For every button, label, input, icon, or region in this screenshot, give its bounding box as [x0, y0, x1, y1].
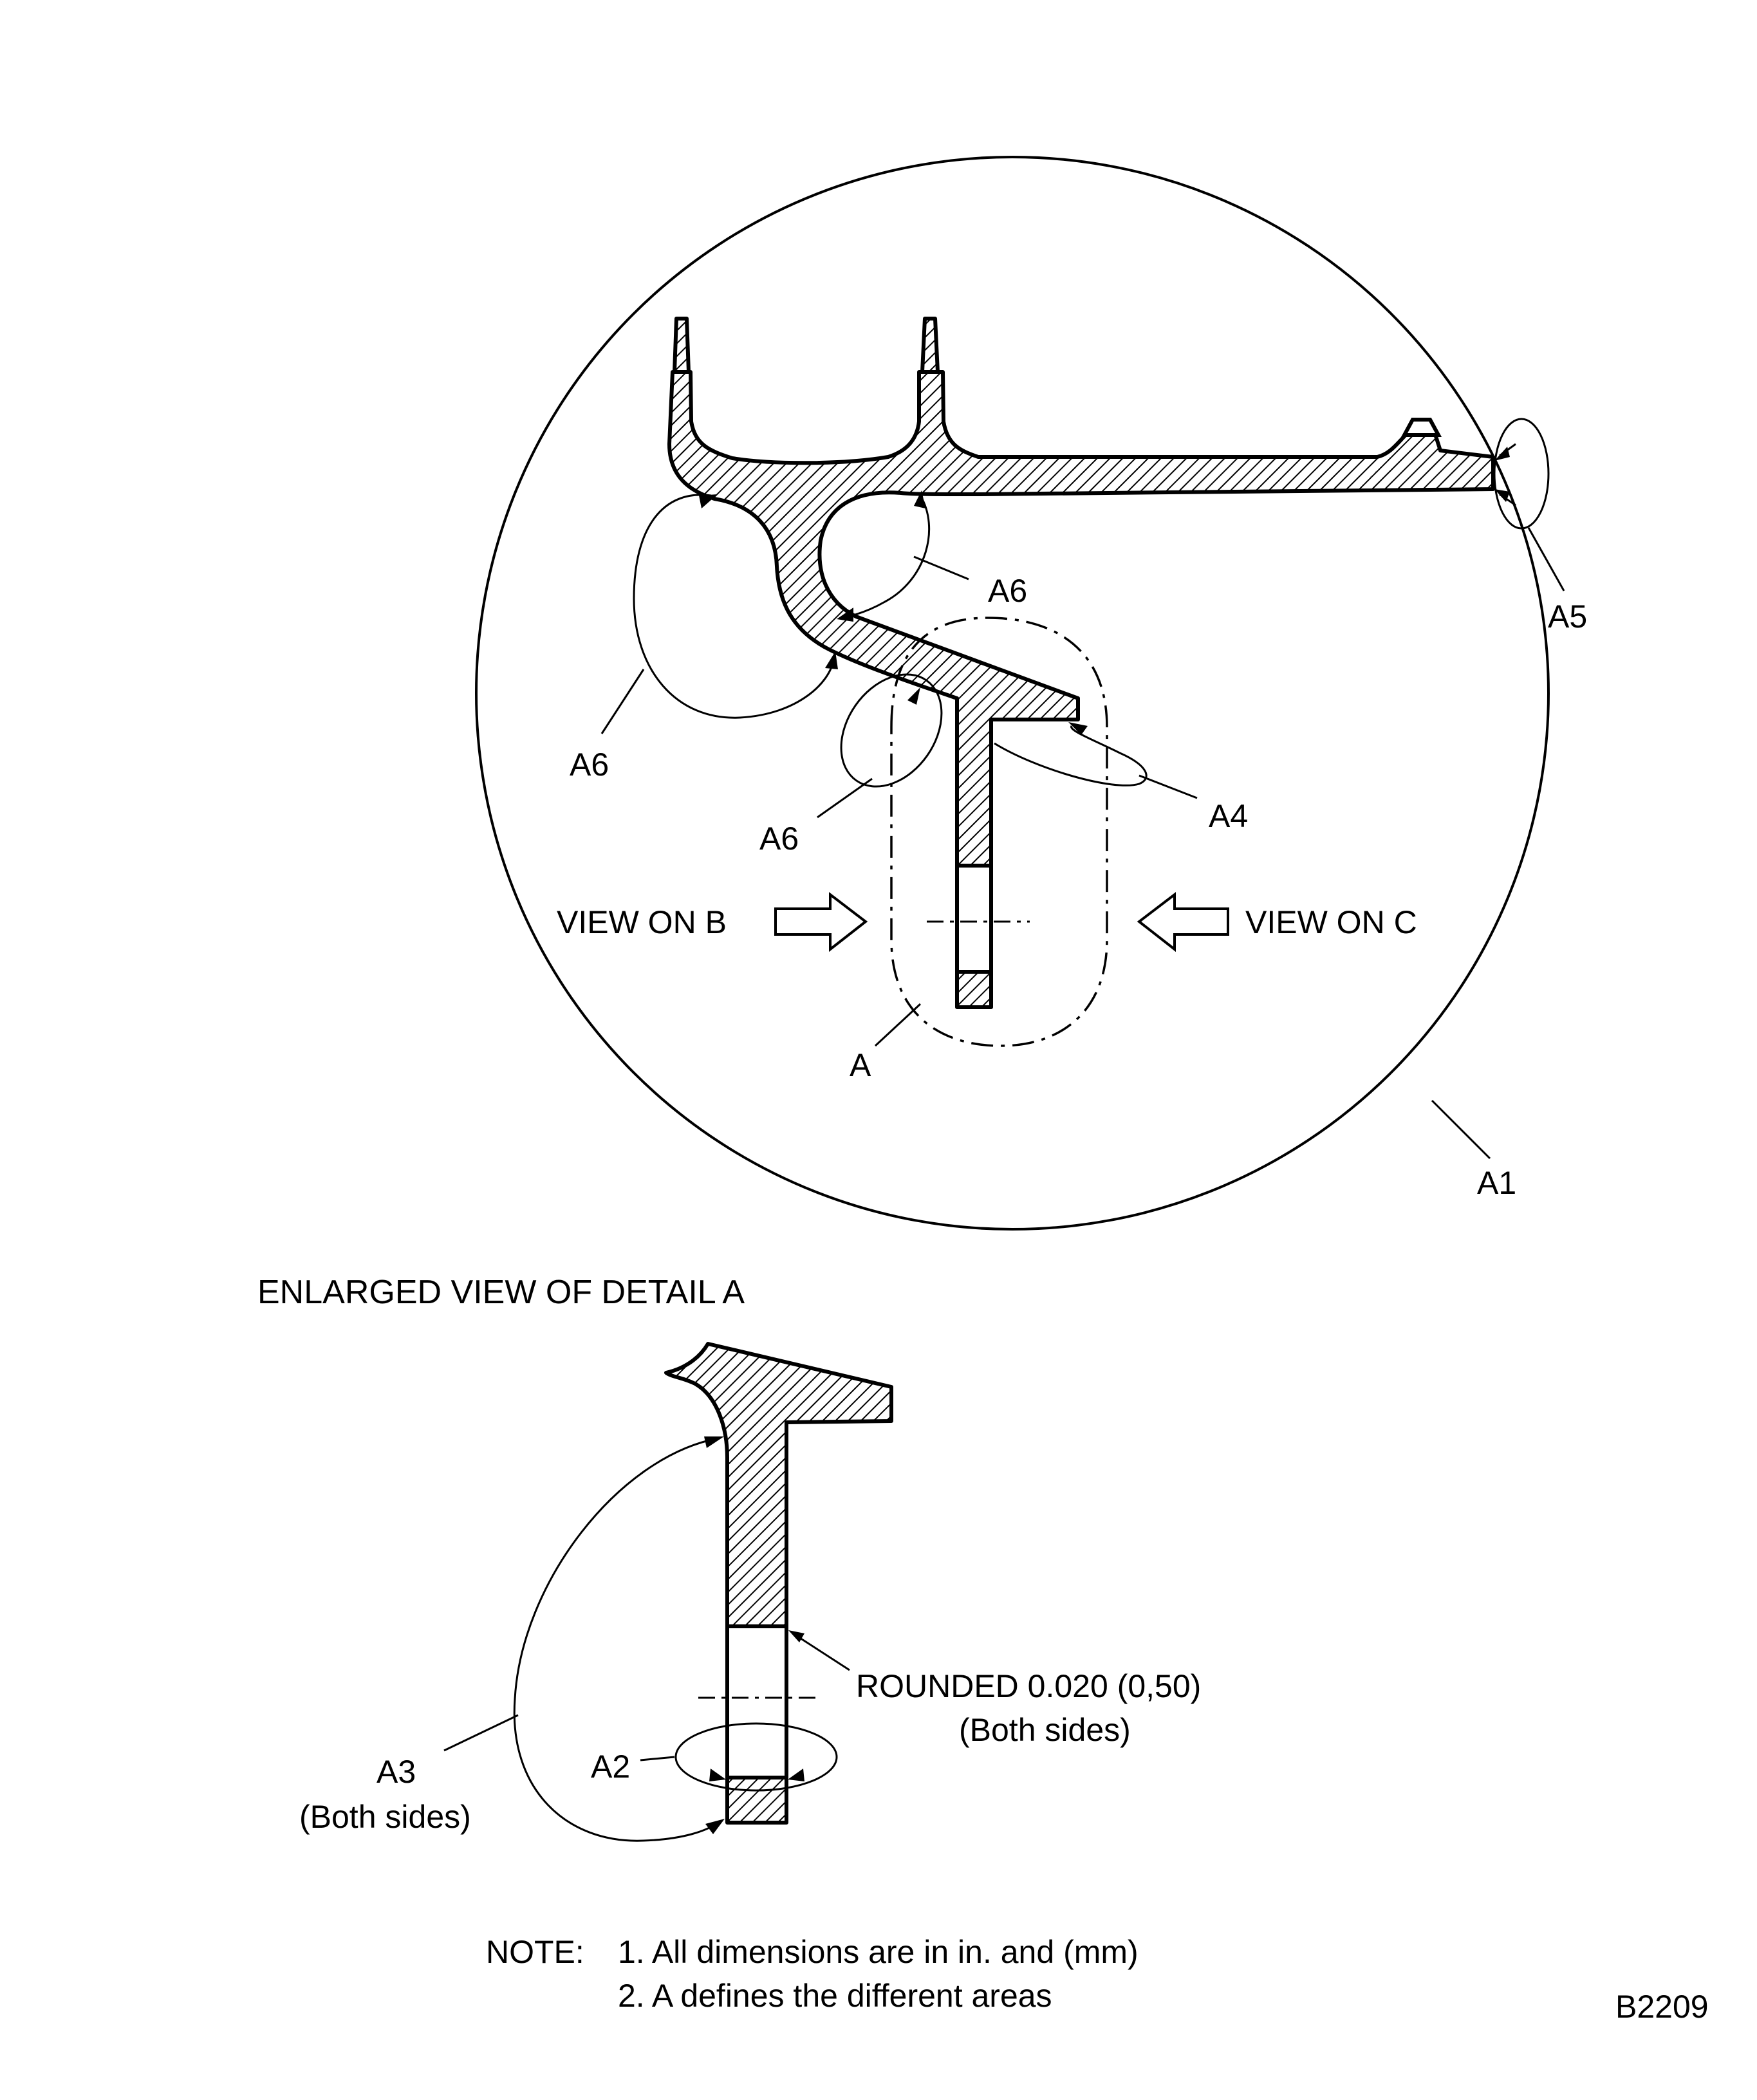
label-a3-2: (Both sides) — [299, 1799, 471, 1835]
label-a: A — [850, 1047, 871, 1083]
label-a4: A4 — [1209, 798, 1248, 834]
note-2: 2. A defines the different areas — [618, 1978, 1052, 2014]
main-section — [667, 370, 1495, 868]
detail-section — [664, 1342, 893, 1628]
label-a6-top: A6 — [988, 573, 1027, 609]
detail-title: ENLARGED VIEW OF DETAIL A — [257, 1274, 745, 1311]
label-a3-1: A3 — [376, 1754, 416, 1790]
figure-id: B2209 — [1615, 1989, 1709, 2025]
label-a2: A2 — [591, 1749, 630, 1785]
stem-blank — [955, 864, 993, 974]
detail-a-boundary — [890, 617, 1108, 1047]
loop-a6-left — [633, 494, 835, 719]
label-a6-left: A6 — [570, 747, 609, 783]
fin-left — [673, 317, 691, 374]
label-a6-lower: A6 — [759, 821, 799, 857]
view-c-arrow — [1137, 891, 1229, 952]
label-view-c: VIEW ON C — [1245, 904, 1417, 940]
loop-a6-lower — [840, 673, 943, 788]
loop-a3 — [513, 1437, 720, 1842]
loop-a4 — [994, 725, 1148, 786]
label-rounded-2: (Both sides) — [959, 1712, 1131, 1748]
note-heading: NOTE: — [486, 1934, 584, 1970]
loop-a2 — [674, 1722, 838, 1792]
loop-a5 — [1493, 418, 1550, 530]
fin-right — [920, 317, 940, 374]
stem-bottom — [955, 970, 993, 1009]
label-view-b: VIEW ON B — [557, 904, 727, 940]
circle-a1 — [475, 156, 1550, 1231]
detail-stem-blank — [725, 1624, 788, 1779]
arm-bump — [1400, 418, 1442, 437]
note-1: 1. All dimensions are in in. and (mm) — [618, 1934, 1139, 1970]
label-rounded-1: ROUNDED 0.020 (0,50) — [856, 1668, 1201, 1704]
detail-stem-bottom — [725, 1776, 788, 1825]
view-b-arrow — [774, 891, 868, 952]
label-a1: A1 — [1477, 1165, 1516, 1201]
label-a5: A5 — [1548, 599, 1587, 635]
